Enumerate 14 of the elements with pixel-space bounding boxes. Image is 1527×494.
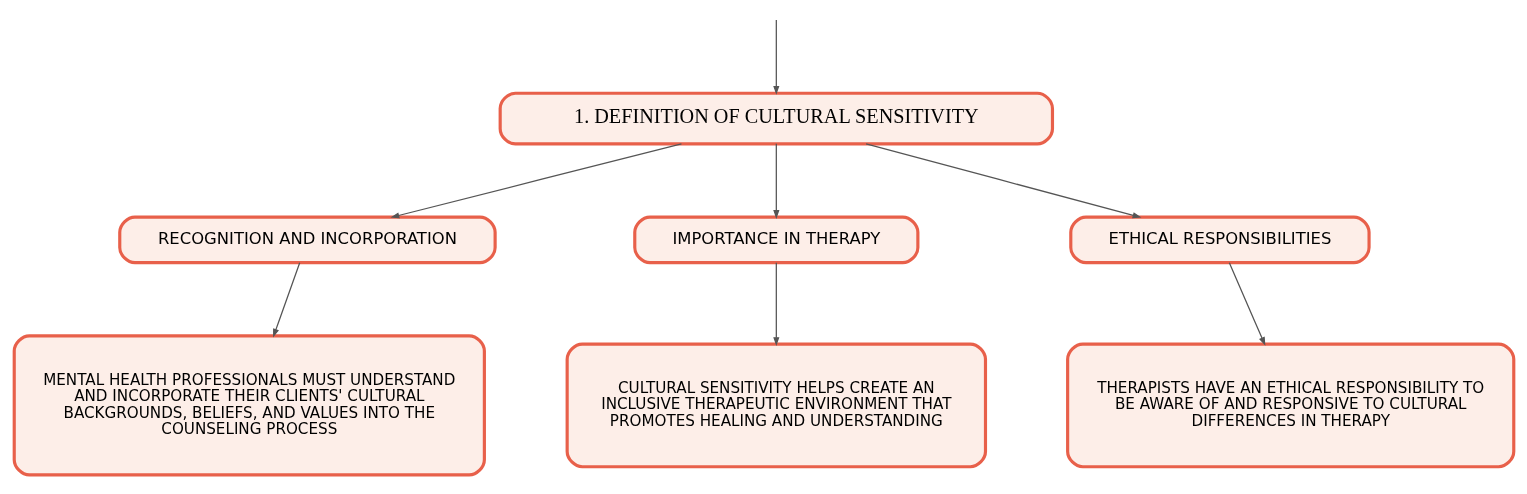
arrow: [772, 19, 779, 95]
arrow: [390, 143, 682, 219]
arrow: [772, 262, 779, 346]
node-box: MENTAL HEALTH PROFESSIONALS MUST UNDERSTAND AND INCORPORATE THEIR CLIENTS' CULTURAL BACKGROUNDS, BELIEFS, AND VALUES INTO THE COUNSELING PROCESS: [12, 334, 486, 477]
node-box: THERAPISTS HAVE AN ETHICAL RESPONSIBILITY TO BE AWARE OF AND RESPONSIVE TO CULTURAL DIFFERENCES IN THERAPY: [1065, 342, 1515, 469]
node-box: CULTURAL SENSITIVITY HELPS CREATE AN INCLUSIVE THERAPEUTIC ENVIRONMENT THAT PROMOTES HEALING AND UNDERSTANDING: [565, 342, 987, 469]
arrow: [1228, 262, 1265, 346]
node-box: ETHICAL RESPONSIBILITIES: [1068, 215, 1371, 265]
arrow: [772, 143, 779, 219]
node-box: RECOGNITION AND INCORPORATION: [117, 215, 497, 265]
arrow: [272, 262, 300, 338]
node-box: IMPORTANCE IN THERAPY: [632, 215, 919, 265]
arrow: [864, 143, 1141, 219]
node-box: 1. DEFINITION OF CULTURAL SENSITIVITY: [498, 91, 1054, 146]
